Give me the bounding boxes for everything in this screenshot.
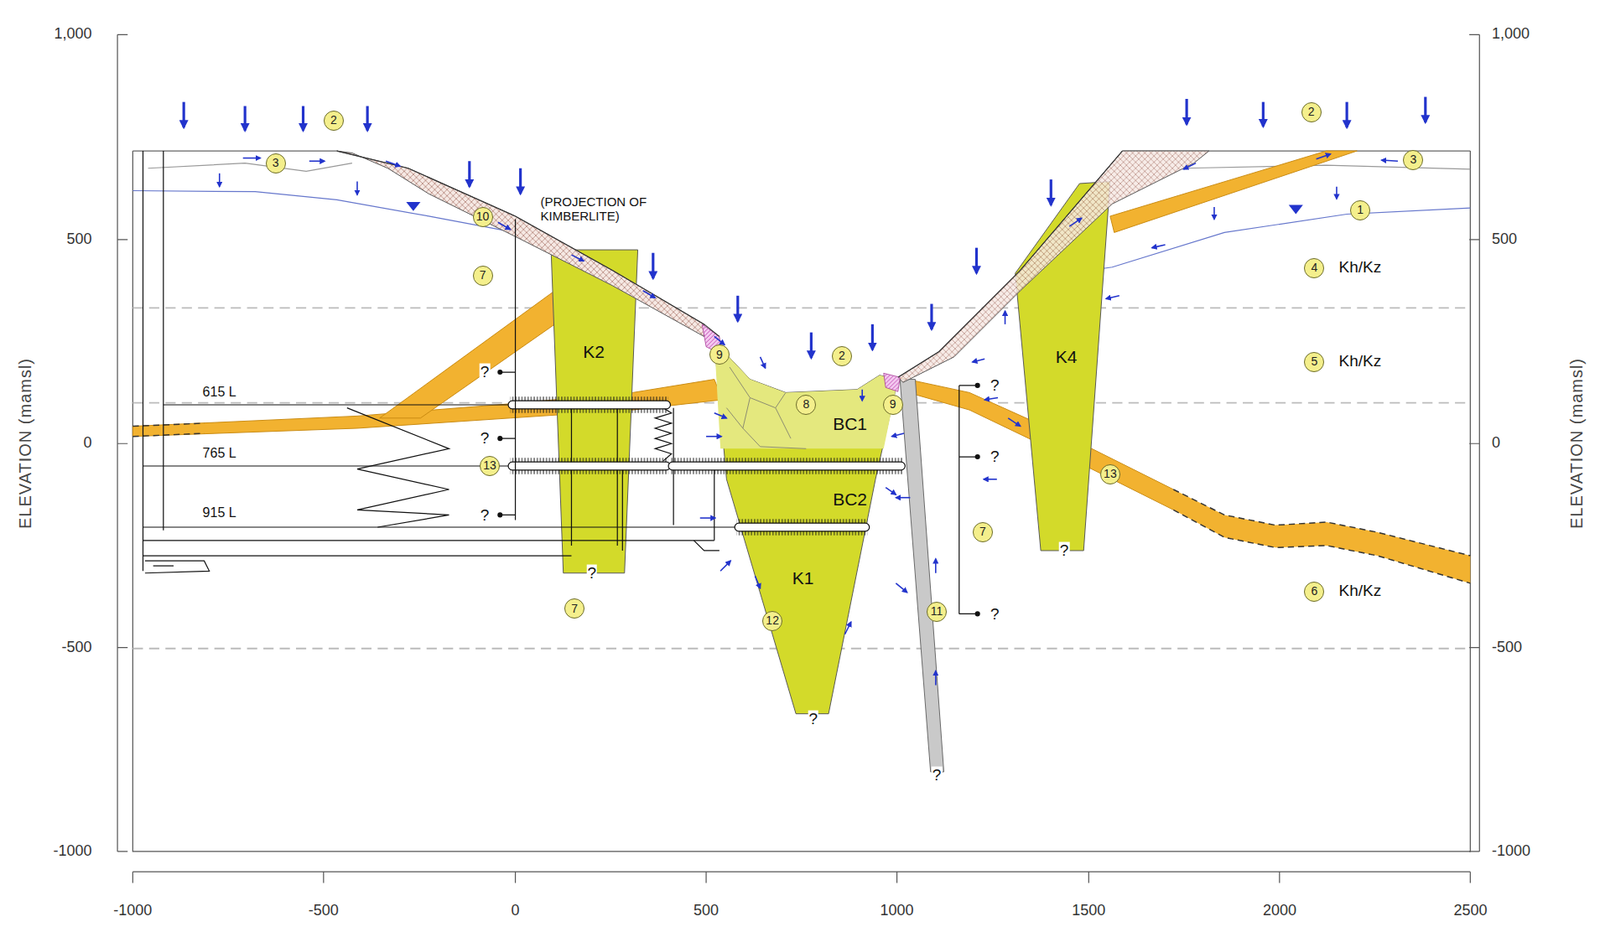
conductivity-label: Kh/Kz xyxy=(1338,581,1382,600)
uncertainty-mark: ? xyxy=(586,564,598,582)
axis-tick-label: 1500 xyxy=(1071,903,1106,920)
conductivity-label: Kh/Kz xyxy=(1338,352,1382,370)
callout-number: 1 xyxy=(1350,200,1371,221)
axis-tick-label: 500 xyxy=(66,231,92,249)
callout-number: 11 xyxy=(926,602,947,623)
pipe-label: K1 xyxy=(792,568,815,588)
callout-number: 4 xyxy=(1303,258,1325,279)
level-label: 915 L xyxy=(202,505,237,521)
uncertainty-mark: ? xyxy=(479,363,491,382)
callout-number: 7 xyxy=(472,265,494,286)
axis-title: ELEVATION (mamsl) xyxy=(15,358,35,530)
axis-tick-label: -1000 xyxy=(1491,843,1531,861)
level-label: 615 L xyxy=(202,385,237,401)
uncertainty-mark: ? xyxy=(989,377,1001,395)
uncertainty-mark: ? xyxy=(989,448,1001,467)
callout-number: 8 xyxy=(795,394,816,416)
callout-number: 9 xyxy=(709,344,730,365)
axis-tick-label: 500 xyxy=(1491,231,1517,249)
conductivity-label: Kh/Kz xyxy=(1338,258,1382,276)
kimberlite-pipe: K2 xyxy=(571,337,618,369)
callout-number: 9 xyxy=(883,394,904,416)
axis-tick-label: 1,000 xyxy=(1491,25,1530,43)
callout-number: 3 xyxy=(265,153,286,174)
uncertainty-mark: ? xyxy=(479,506,491,525)
note-label: (PROJECTION OF KIMBERLITE) xyxy=(538,194,680,224)
kimberlite-zone: BC2 xyxy=(821,484,879,516)
uncertainty-mark: ? xyxy=(808,710,820,728)
axis-tick-label: 1,000 xyxy=(53,25,92,43)
axis-tick-label: -500 xyxy=(1491,639,1523,657)
callout-number: 7 xyxy=(564,598,585,619)
uncertainty-mark: ? xyxy=(479,430,491,448)
uncertainty-mark: ? xyxy=(931,766,943,785)
axis-tick-label: 1000 xyxy=(880,903,915,920)
callout-number: 13 xyxy=(479,456,500,477)
uncertainty-mark: ? xyxy=(1059,542,1071,561)
callout-number: 2 xyxy=(323,110,344,131)
pipe-label: K2 xyxy=(582,342,605,362)
callout-number: 13 xyxy=(1100,464,1121,485)
axis-tick-label: 500 xyxy=(693,903,719,920)
axis-tick-label: 0 xyxy=(1491,435,1501,452)
kimberlite-pipe: K4 xyxy=(1043,342,1091,374)
axis-tick-label: -500 xyxy=(308,903,339,920)
axis-tick-label: 2500 xyxy=(1453,903,1487,920)
kimberlite-pipe: K1 BC1BC2 xyxy=(714,337,889,717)
callout-number: 3 xyxy=(1402,150,1424,171)
axis-tick-label: 2000 xyxy=(1262,903,1297,920)
uncertainty-mark: ? xyxy=(989,605,1001,624)
callout-number: 5 xyxy=(1303,352,1325,373)
pipe-label: BC2 xyxy=(832,490,868,510)
callout-number: 12 xyxy=(762,611,783,632)
callout-number: 6 xyxy=(1303,581,1325,603)
pipe-label: BC1 xyxy=(832,415,868,435)
callout-number: 2 xyxy=(831,346,852,367)
axis-tick-label: 0 xyxy=(510,903,520,920)
level-label: 765 L xyxy=(202,446,237,463)
pipe-label: K4 xyxy=(1055,347,1078,367)
axis-tick-label: 0 xyxy=(83,435,92,452)
axis-tick-label: -1000 xyxy=(113,903,152,920)
axis-tick-label: -1000 xyxy=(52,843,92,861)
axis-title: ELEVATION (mamsl) xyxy=(1567,358,1586,530)
axis-tick-label: -500 xyxy=(61,639,92,657)
callout-number: 2 xyxy=(1301,102,1322,123)
callout-number: 10 xyxy=(472,207,494,228)
callout-number: 7 xyxy=(972,522,993,543)
kimberlite-zone: BC1 xyxy=(821,409,879,441)
